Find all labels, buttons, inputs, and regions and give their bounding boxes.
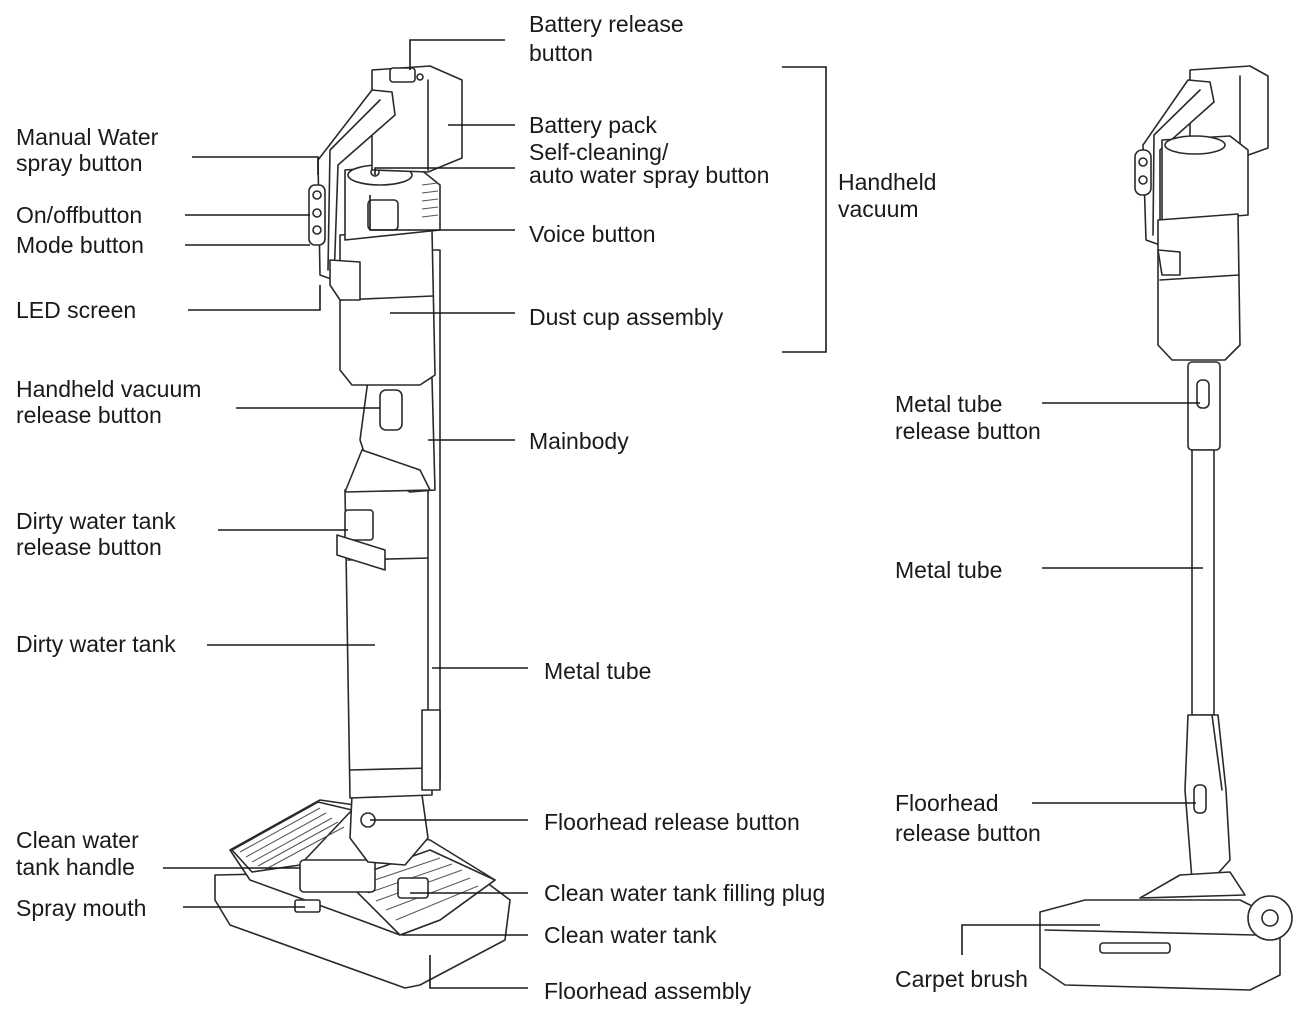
- label-handheld: Handheld: [838, 169, 936, 195]
- handheld-release-button: [379, 389, 403, 431]
- label-metal-tube-left: Metal tube: [544, 658, 651, 684]
- leader-lines: [163, 39, 1203, 989]
- voice-button: [367, 199, 399, 231]
- wet-dry-vacuum-illustration: [214, 65, 511, 989]
- motor-vents: [421, 182, 439, 218]
- battery-pack: [371, 65, 463, 173]
- label-mainbody: Mainbody: [529, 428, 629, 454]
- handle: [317, 89, 396, 281]
- label-clean-handle-2: tank handle: [16, 854, 135, 880]
- label-manual-water: Manual Water: [16, 124, 159, 150]
- label-floorhead-release-right-2: release button: [895, 820, 1041, 846]
- handheld-bracket: [782, 66, 827, 353]
- label-self-cleaning: Self-cleaning/: [529, 139, 669, 165]
- label-handheld-release-2: release button: [16, 402, 162, 428]
- mode-button: [312, 225, 322, 235]
- dirty-tank-release-button: [344, 509, 374, 541]
- label-metal-tube-release: Metal tube: [895, 391, 1002, 417]
- label-led-screen: LED screen: [16, 297, 136, 323]
- dust-cup: [339, 229, 436, 386]
- on-off-button: [312, 208, 322, 218]
- metal-tube-release-button: [1196, 379, 1210, 409]
- manual-spray-button: [312, 190, 322, 200]
- battery-release-button: [389, 67, 416, 83]
- dust-cup-right: [1157, 213, 1241, 361]
- label-spray-mouth: Spray mouth: [16, 895, 146, 921]
- label-dirty-tank: Dirty water tank: [16, 631, 176, 657]
- label-battery-release: Battery release: [529, 11, 684, 37]
- label-floorhead-assembly: Floorhead assembly: [544, 978, 752, 1004]
- label-battery-release-2: button: [529, 40, 593, 66]
- label-dust-cup: Dust cup assembly: [529, 304, 724, 330]
- label-filling-plug: Clean water tank filling plug: [544, 880, 825, 906]
- label-manual-water-2: spray button: [16, 150, 143, 176]
- callout-labels: Battery release button Battery pack Self…: [16, 11, 1041, 1004]
- label-metal-tube-right: Metal tube: [895, 557, 1002, 583]
- label-carpet-brush: Carpet brush: [895, 966, 1028, 992]
- label-handheld-release: Handheld vacuum: [16, 376, 201, 402]
- filling-plug: [397, 877, 429, 899]
- label-floorhead-release-right: Floorhead: [895, 790, 999, 816]
- label-clean-handle: Clean water: [16, 827, 139, 853]
- label-battery-pack: Battery pack: [529, 112, 657, 138]
- label-dirty-release: Dirty water tank: [16, 508, 176, 534]
- stick-vacuum-illustration: [1039, 65, 1293, 991]
- label-mode-button: Mode button: [16, 232, 144, 258]
- metal-tube-right: [1191, 449, 1215, 716]
- spray-mouth: [294, 899, 321, 913]
- label-voice-button: Voice button: [529, 221, 656, 247]
- label-floorhead-release: Floorhead release button: [544, 809, 800, 835]
- label-on-off: On/offbutton: [16, 202, 142, 228]
- label-handheld-2: vacuum: [838, 196, 919, 222]
- label-self-cleaning-2: auto water spray button: [529, 162, 769, 188]
- label-clean-tank: Clean water tank: [544, 922, 717, 948]
- led-screen: [329, 259, 361, 301]
- floorhead-release-button-right: [1193, 784, 1207, 814]
- label-dirty-release-2: release button: [16, 534, 162, 560]
- clean-water-tank-handle: [299, 859, 376, 893]
- label-metal-tube-release-2: release button: [895, 418, 1041, 444]
- lower-collar: [1184, 714, 1231, 881]
